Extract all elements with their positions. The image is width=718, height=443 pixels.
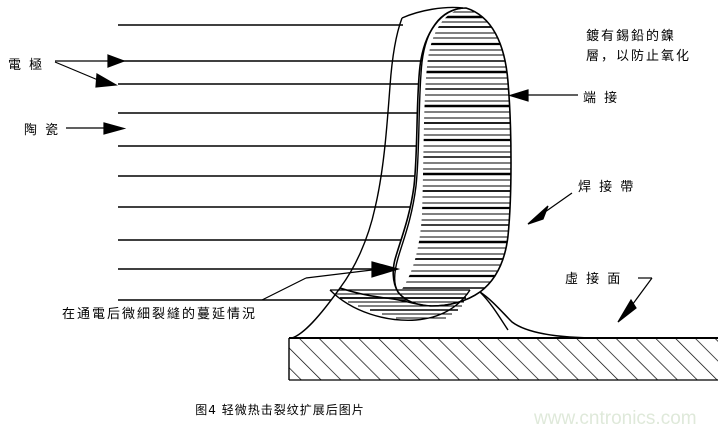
fillet-inner-curve — [329, 289, 509, 331]
leader-ceramic — [66, 122, 127, 135]
leader-crack — [261, 261, 401, 301]
label-ceramic: 陶 瓷 — [24, 123, 61, 138]
leader-false-joint — [617, 277, 653, 323]
termination-inner-edge — [393, 6, 464, 293]
label-termination: 端 接 — [583, 91, 620, 106]
label-electrode: 電 極 — [8, 58, 45, 73]
crack-curve — [339, 17, 403, 289]
label-solder-band: 焊 接 帶 — [578, 180, 636, 195]
label-false-joint-surface: 虛 接 面 — [565, 272, 623, 287]
leader-solder-band — [527, 192, 573, 225]
label-nickel-plating: 鍍有錫鉛的鎳 層，以防止氧化 — [586, 27, 691, 67]
electrode-lines — [118, 24, 432, 301]
pcb-substrate — [288, 337, 718, 381]
figure-caption: 图4 轻微热击裂纹扩展后图片 — [195, 403, 365, 417]
leader-termination — [507, 89, 578, 102]
label-crack-propagation: 在通電后微細裂縫的蔓延情況 — [62, 307, 258, 322]
leader-electrode — [54, 54, 126, 88]
site-watermark: www.cntronics.com — [534, 408, 697, 429]
label-nickel-plating-line2: 層，以防止氧化 — [586, 49, 692, 65]
label-nickel-plating-line1: 鍍有錫鉛的鎳 — [586, 29, 677, 44]
fillet-hatch — [330, 289, 470, 319]
